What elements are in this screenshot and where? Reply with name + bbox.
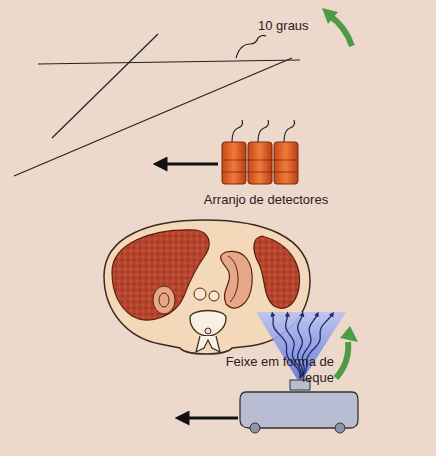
kidney xyxy=(153,286,175,314)
rotation-arrow xyxy=(336,326,358,378)
motion-arrow xyxy=(182,417,238,420)
angle-label: 10 graus xyxy=(258,18,328,34)
aorta xyxy=(194,288,206,300)
vertebra xyxy=(190,311,226,337)
rotation-arrow xyxy=(322,8,352,46)
liver xyxy=(112,230,209,320)
part-label: Feixe em forma de leque xyxy=(200,354,334,386)
x-ray-tube xyxy=(240,380,358,433)
detector-array xyxy=(222,120,298,184)
vena-cava xyxy=(209,291,219,301)
part-label: Arranjo de detectores xyxy=(196,192,336,208)
kidney xyxy=(221,251,253,308)
motion-arrow xyxy=(160,163,218,166)
spleen xyxy=(254,236,300,308)
